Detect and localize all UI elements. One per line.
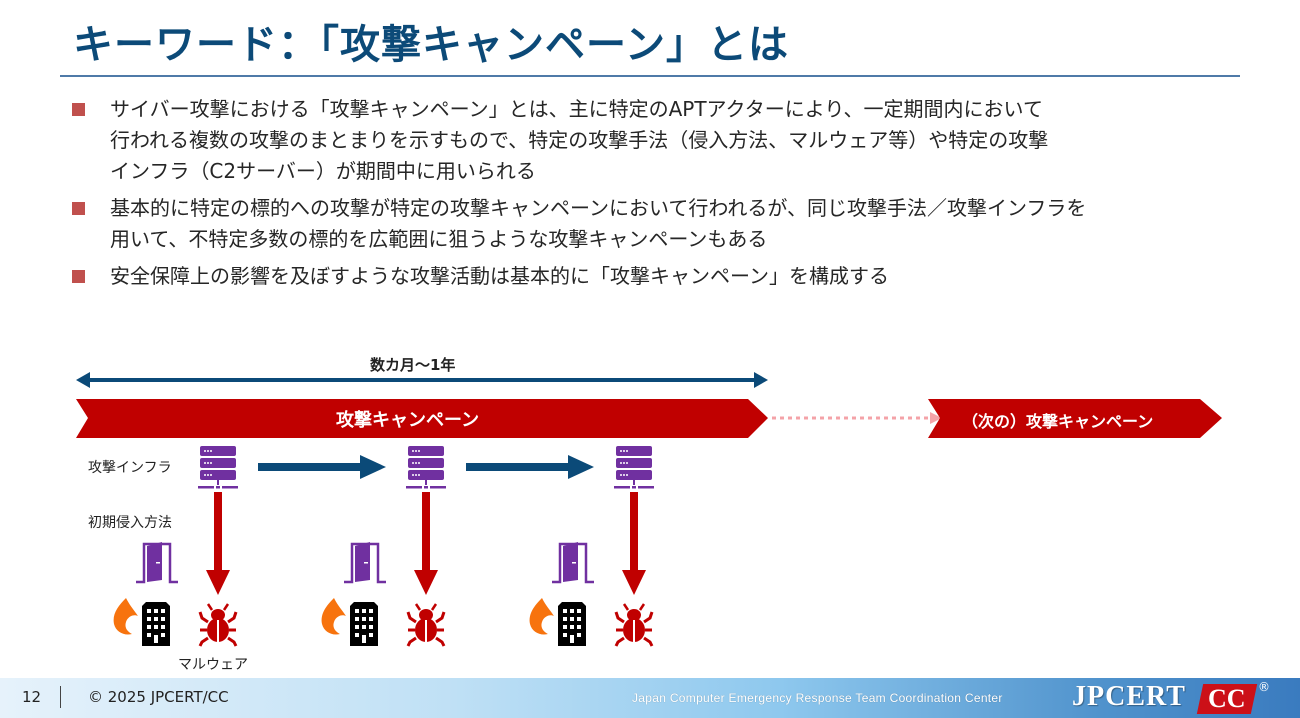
logo-cc-text: CC [1208,684,1246,713]
fire-icon [529,598,554,635]
campaign-diagram: 数カ月〜1年 攻撃キャンペーン （次の）攻撃キャンペーン 攻撃インフラ 初期侵入… [0,340,1300,680]
period-label: 数カ月〜1年 [370,356,456,374]
jpcert-logo-cc: CC [1196,684,1258,714]
server-icon [614,446,654,489]
building-icon [350,602,378,646]
malware-delivery-arrow [206,492,230,595]
bullet-square-icon [72,270,85,283]
door-icon [342,540,388,584]
bullet-text-line: インフラ（C2サーバー）が期間中に用いられる [110,159,536,183]
malware-delivery-arrow [414,492,438,595]
campaign-label: 攻撃キャンペーン [336,410,480,431]
bullet-list: サイバー攻撃における「攻撃キャンペーン」とは、主に特定のAPTアクターにより、一… [72,94,1252,298]
building-icon [558,602,586,646]
bullet-square-icon [72,103,85,116]
server-icon [406,446,446,489]
bullet-text-line: 基本的に特定の標的への攻撃が特定の攻撃キャンペーンにおいて行われるが、同じ攻撃手… [110,196,1087,220]
malware-label: マルウェア [178,657,248,673]
building-icon [142,602,170,646]
malware-delivery-arrow [622,492,646,595]
row-label-infrastructure: 攻撃インフラ [88,460,172,476]
row-label-initial-access: 初期侵入方法 [88,515,172,531]
bug-icon [406,602,446,648]
server-icon [198,446,238,489]
next-campaign-chevron [928,399,1222,438]
fire-icon [113,598,138,635]
campaign-chevron [76,399,768,438]
slide-title: キーワード：「攻撃キャンペーン」とは [73,22,789,68]
dotted-connector-head [930,412,942,424]
bullet-text-line: 行われる複数の攻撃のまとまりを示すもので、特定の攻撃手法（侵入方法、マルウェア等… [110,128,1049,152]
infra-arrow [466,455,594,479]
footer: 12 © 2025 JPCERT/CC Japan Computer Emerg… [0,678,1300,718]
next-campaign-label: （次の）攻撃キャンペーン [962,412,1154,431]
diagram-canvas [76,372,1222,648]
period-double-arrow [76,372,768,388]
footer-separator [60,686,61,708]
bullet-item: 基本的に特定の標的への攻撃が特定の攻撃キャンペーンにおいて行われるが、同じ攻撃手… [72,193,1252,255]
infra-arrow [258,455,386,479]
jpcert-logo-text: JPCERT [1072,681,1186,712]
door-icon [550,540,596,584]
bullet-item: サイバー攻撃における「攻撃キャンペーン」とは、主に特定のAPTアクターにより、一… [72,94,1252,187]
bug-icon [614,602,654,648]
page-number: 12 [22,688,42,706]
registered-mark: ® [1258,680,1270,694]
bullet-text-line: 用いて、不特定多数の標的を広範囲に狙うような攻撃キャンペーンもある [110,227,768,251]
fire-icon [321,598,346,635]
bullet-item: 安全保障上の影響を及ぼすような攻撃活動は基本的に「攻撃キャンペーン」を構成する [72,261,1252,292]
bullet-square-icon [72,202,85,215]
bullet-text-line: サイバー攻撃における「攻撃キャンペーン」とは、主に特定のAPTアクターにより、一… [110,97,1043,121]
copyright: © 2025 JPCERT/CC [88,688,229,706]
bullet-text-line: 安全保障上の影響を及ぼすような攻撃活動は基本的に「攻撃キャンペーン」を構成する [110,264,889,288]
bug-icon [198,602,238,648]
organization-name: Japan Computer Emergency Response Team C… [632,691,1003,705]
door-icon [134,540,180,584]
title-divider [60,75,1240,77]
